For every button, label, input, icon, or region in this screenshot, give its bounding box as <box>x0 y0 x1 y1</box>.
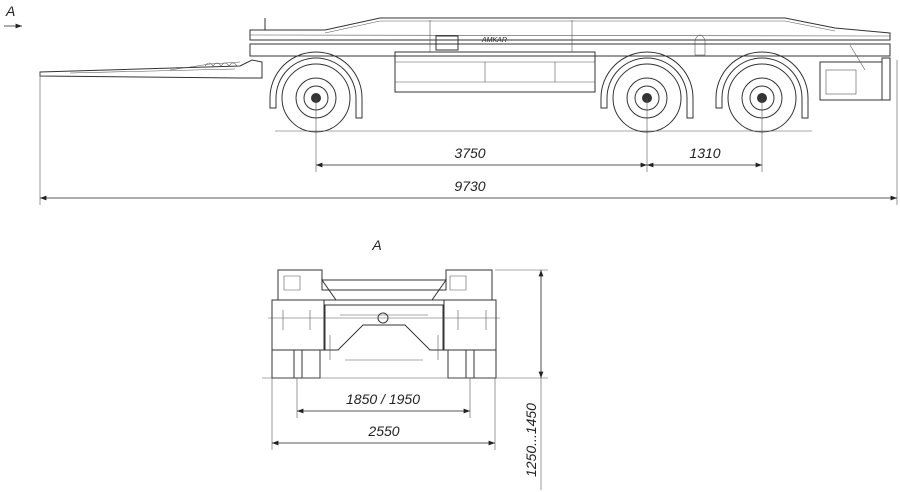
dimension-3750: 3750 <box>316 145 647 168</box>
dimension-1310: 1310 <box>647 145 762 168</box>
dimension-track: 1850 / 1950 <box>297 391 470 414</box>
svg-text:1310: 1310 <box>689 145 720 161</box>
dimension-9730: 9730 <box>40 178 897 201</box>
frame <box>249 17 891 101</box>
view-label-rear: A <box>371 237 381 253</box>
svg-text:1850 / 1950: 1850 / 1950 <box>346 391 420 407</box>
rear-body <box>268 269 500 379</box>
svg-text:1250...1450: 1250...1450 <box>523 403 539 477</box>
rear-extension-lines <box>262 269 548 490</box>
extension-lines <box>39 60 898 205</box>
brand-logo: AMKAR <box>481 37 507 44</box>
side-view: AMKAR <box>39 17 898 205</box>
dimension-width: 2550 <box>272 423 495 446</box>
svg-text:3750: 3750 <box>454 145 485 161</box>
view-direction-indicator: A <box>4 3 22 29</box>
view-label-side: A <box>5 3 15 19</box>
rear-view: A 1850 / 1950 <box>262 237 548 490</box>
dimension-height: 1250...1450 <box>523 270 544 477</box>
svg-text:2550: 2550 <box>367 423 399 439</box>
drawbar <box>39 59 263 79</box>
svg-text:9730: 9730 <box>454 178 485 194</box>
